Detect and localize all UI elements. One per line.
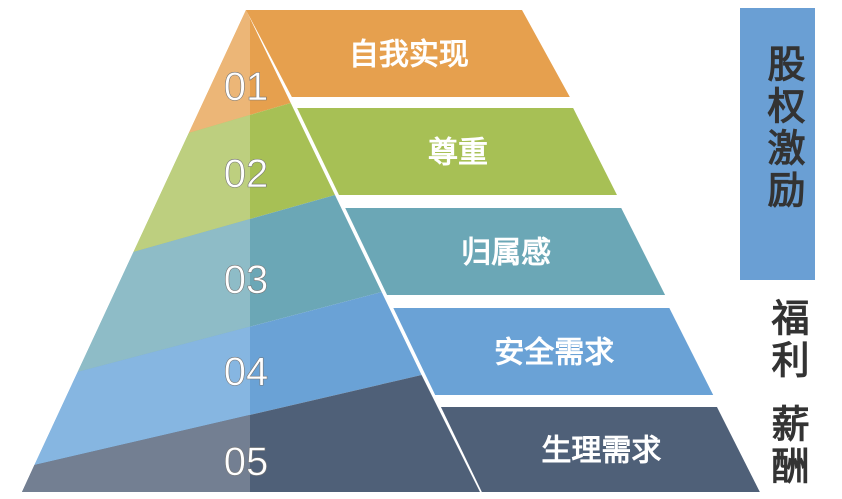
- salary-label: 薪酬: [765, 404, 809, 488]
- tier-number: 01: [224, 65, 269, 109]
- tier-band-02: [297, 108, 617, 195]
- equity-incentive-label: 股权激励: [761, 44, 805, 212]
- tier-number: 03: [224, 258, 269, 302]
- tier-number: 04: [224, 350, 269, 394]
- tier-band-01: [246, 10, 570, 97]
- tier-label: 生理需求: [541, 434, 661, 469]
- tier-number: 05: [224, 440, 269, 484]
- tier-band-05: [440, 407, 760, 492]
- tier-band-04: [393, 308, 714, 395]
- benefits-label: 福利: [765, 298, 809, 382]
- tier-label: 安全需求: [494, 336, 614, 371]
- tier-band-03: [345, 208, 666, 295]
- tier-label: 归属感: [461, 236, 551, 271]
- tier-label: 尊重: [428, 136, 488, 171]
- tier-number: 02: [224, 152, 269, 196]
- equity-incentive-box: 股权激励: [740, 8, 815, 280]
- tier-label: 自我实现: [349, 38, 469, 73]
